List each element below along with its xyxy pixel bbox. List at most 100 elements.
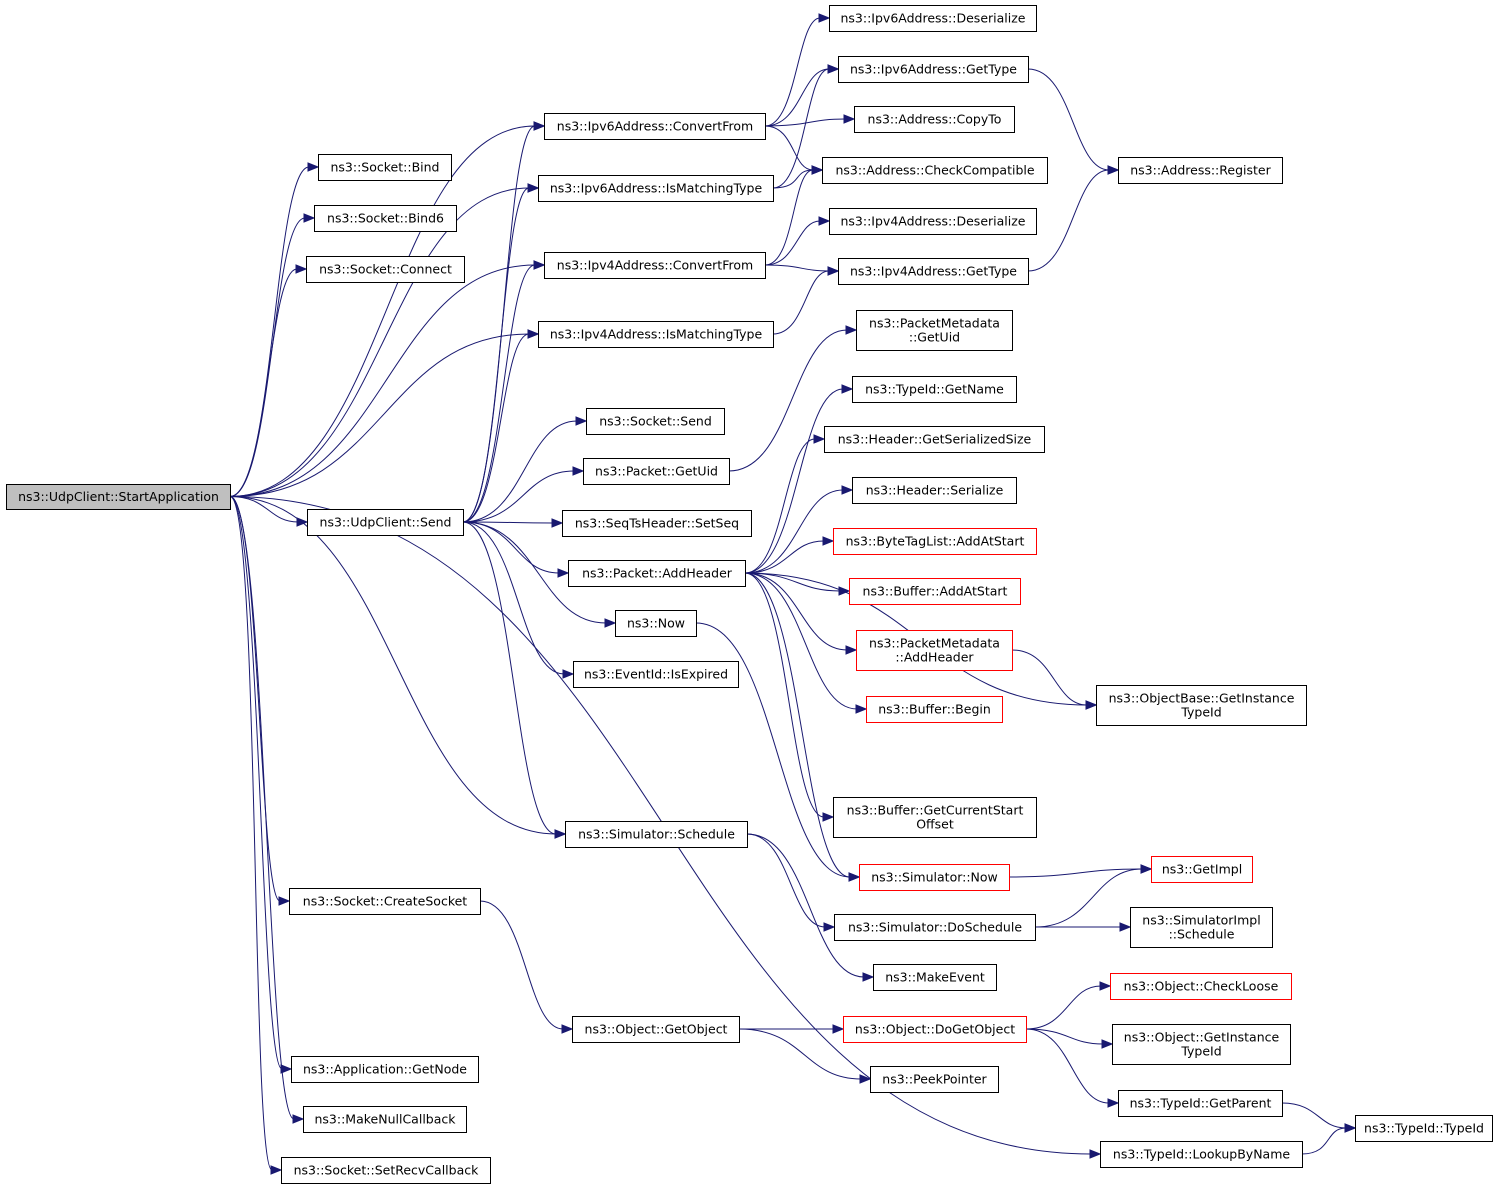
edge-addheader-to-bufbegin xyxy=(744,572,858,710)
node-setrecv[interactable]: ns3::Socket::SetRecvCallback xyxy=(281,1157,491,1184)
node-chkloose[interactable]: ns3::Object::CheckLoose xyxy=(1110,973,1292,1000)
node-simimpl[interactable]: ns3::SimulatorImpl::Schedule xyxy=(1130,907,1273,948)
arrowhead-v6conv-to-copyto xyxy=(843,114,856,124)
node-box xyxy=(829,208,1037,235)
node-box xyxy=(866,696,1003,723)
node-label: ns3::Socket::Bind6 xyxy=(327,211,444,226)
arrowhead-getobject-to-dogetobj xyxy=(832,1024,845,1034)
node-bind[interactable]: ns3::Socket::Bind xyxy=(318,154,452,181)
node-peekptr[interactable]: ns3::PeekPointer xyxy=(870,1066,999,1093)
node-hdrser[interactable]: ns3::Header::Serialize xyxy=(852,477,1017,504)
node-typeid[interactable]: ns3::TypeId::TypeId xyxy=(1355,1115,1493,1142)
node-dogetobj[interactable]: ns3::Object::DoGetObject xyxy=(843,1016,1027,1043)
arrowhead-send-to-now xyxy=(604,618,617,628)
node-v6type[interactable]: ns3::Ipv6Address::GetType xyxy=(838,56,1029,83)
node-label: ns3::TypeId::GetParent xyxy=(1130,1096,1272,1111)
edge-addheader-to-pmadd xyxy=(744,572,848,651)
node-pmuid[interactable]: ns3::PacketMetadata::GetUid xyxy=(856,310,1013,351)
node-mknull[interactable]: ns3::MakeNullCallback xyxy=(303,1106,467,1133)
node-bufadd[interactable]: ns3::Buffer::AddAtStart xyxy=(849,578,1021,605)
node-box xyxy=(824,426,1045,453)
node-v4match[interactable]: ns3::Ipv4Address::IsMatchingType xyxy=(538,321,774,348)
node-getnode[interactable]: ns3::Application::GetNode xyxy=(291,1056,479,1083)
node-box xyxy=(1100,1141,1303,1168)
edge-v6conv-to-checkcomp xyxy=(764,125,814,171)
arrowhead-send-to-getuid xyxy=(572,466,585,476)
node-copyto[interactable]: ns3::Address::CopyTo xyxy=(854,106,1015,133)
node-v6match[interactable]: ns3::Ipv6Address::IsMatchingType xyxy=(538,175,774,202)
node-register[interactable]: ns3::Address::Register xyxy=(1118,157,1283,184)
edge-send-to-getuid xyxy=(462,470,575,523)
node-label: ns3::Address::CopyTo xyxy=(868,112,1002,127)
node-label: ns3::Buffer::Begin xyxy=(878,702,991,717)
node-lookup[interactable]: ns3::TypeId::LookupByName xyxy=(1100,1141,1303,1168)
node-mkevent[interactable]: ns3::MakeEvent xyxy=(873,964,997,991)
edge-start-to-v6match xyxy=(229,187,530,497)
node-getuid[interactable]: ns3::Packet::GetUid xyxy=(583,458,730,485)
arrowhead-getobject-to-peekptr xyxy=(859,1074,872,1084)
node-v4conv[interactable]: ns3::Ipv4Address::ConvertFrom xyxy=(544,252,766,279)
node-box xyxy=(314,205,457,232)
edge-v4conv-to-v4deser xyxy=(764,220,821,266)
node-box xyxy=(306,256,465,283)
edge-send-to-v6conv xyxy=(462,125,536,523)
node-start: ns3::UdpClient::StartApplication xyxy=(6,484,231,510)
node-getparent[interactable]: ns3::TypeId::GetParent xyxy=(1118,1090,1283,1117)
node-label: ns3::Ipv6Address::IsMatchingType xyxy=(550,181,763,196)
node-box xyxy=(568,560,746,587)
node-box xyxy=(873,964,997,991)
node-v4deser[interactable]: ns3::Ipv4Address::Deserialize xyxy=(829,208,1037,235)
node-sksend[interactable]: ns3::Socket::Send xyxy=(586,408,725,435)
node-checkcomp[interactable]: ns3::Address::CheckCompatible xyxy=(822,157,1048,184)
edge-dosched-to-getimpl xyxy=(1034,868,1143,928)
edge-send-to-addheader xyxy=(462,521,560,574)
arrowhead-start-to-bind xyxy=(307,162,320,172)
node-box xyxy=(852,376,1017,403)
node-box xyxy=(834,914,1036,941)
node-addheader[interactable]: ns3::Packet::AddHeader xyxy=(568,560,746,587)
arrowhead-addheader-to-bufcur xyxy=(822,812,835,822)
node-pmadd[interactable]: ns3::PacketMetadata::AddHeader xyxy=(856,630,1013,671)
edge-now-to-simnow xyxy=(695,622,851,878)
arrowhead-getuid-to-pmuid xyxy=(845,325,858,335)
edge-addheader-to-tidname xyxy=(744,388,844,574)
node-isexpired[interactable]: ns3::EventId::IsExpired xyxy=(573,661,739,688)
node-tidname[interactable]: ns3::TypeId::GetName xyxy=(852,376,1017,403)
arrowhead-dogetobj-to-getparent xyxy=(1107,1098,1120,1108)
node-label: ns3::Ipv4Address::GetType xyxy=(850,264,1017,279)
node-label: ns3::Packet::GetUid xyxy=(595,464,718,479)
node-box xyxy=(859,864,1010,891)
node-label: ns3::MakeNullCallback xyxy=(315,1112,457,1127)
node-label: ns3::Ipv4Address::IsMatchingType xyxy=(550,327,763,342)
node-dosched[interactable]: ns3::Simulator::DoSchedule xyxy=(834,914,1036,941)
node-box xyxy=(562,510,752,537)
node-send[interactable]: ns3::UdpClient::Send xyxy=(307,509,464,536)
node-v6deser[interactable]: ns3::Ipv6Address::Deserialize xyxy=(829,5,1037,32)
node-btladd[interactable]: ns3::ByteTagList::AddAtStart xyxy=(833,528,1037,555)
node-label: ns3::UdpClient::Send xyxy=(320,515,452,530)
node-getobject[interactable]: ns3::Object::GetObject xyxy=(572,1016,740,1043)
node-bind6[interactable]: ns3::Socket::Bind6 xyxy=(314,205,457,232)
arrowhead-createsock-to-getobject xyxy=(561,1024,574,1034)
node-label: ns3::Header::GetSerializedSize xyxy=(838,432,1032,447)
node-v6conv[interactable]: ns3::Ipv6Address::ConvertFrom xyxy=(544,113,766,140)
node-bufbegin[interactable]: ns3::Buffer::Begin xyxy=(866,696,1003,723)
node-schedule[interactable]: ns3::Simulator::Schedule xyxy=(565,821,748,848)
node-setseq[interactable]: ns3::SeqTsHeader::SetSeq xyxy=(562,510,752,537)
node-createsock[interactable]: ns3::Socket::CreateSocket xyxy=(289,888,481,915)
node-hdrsize[interactable]: ns3::Header::GetSerializedSize xyxy=(824,426,1045,453)
node-connect[interactable]: ns3::Socket::Connect xyxy=(306,256,465,283)
node-label: ns3::EventId::IsExpired xyxy=(584,667,728,682)
node-box xyxy=(822,157,1048,184)
node-now[interactable]: ns3::Now xyxy=(615,610,697,637)
node-v4type[interactable]: ns3::Ipv4Address::GetType xyxy=(838,258,1029,285)
node-box xyxy=(1118,1090,1283,1117)
node-box xyxy=(544,113,766,140)
node-getimpl[interactable]: ns3::GetImpl xyxy=(1151,856,1253,883)
arrowhead-send-to-v4match xyxy=(527,329,540,339)
node-simnow[interactable]: ns3::Simulator::Now xyxy=(859,864,1010,891)
node-box xyxy=(303,1106,467,1133)
